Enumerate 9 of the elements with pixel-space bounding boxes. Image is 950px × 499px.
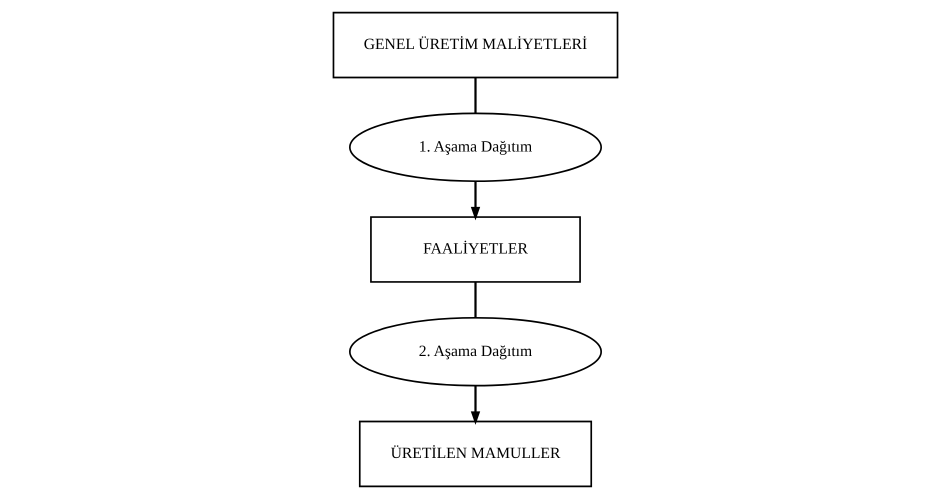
node-ellipse: 2. Aşama Dağıtım bbox=[348, 316, 602, 386]
arrow bbox=[470, 386, 480, 425]
node-box: FAALİYETLER bbox=[370, 216, 580, 283]
node-box: GENEL ÜRETİM MALİYETLERİ bbox=[332, 12, 618, 78]
connector bbox=[474, 282, 476, 318]
node-ellipse: 1. Aşama Dağıtım bbox=[348, 112, 602, 182]
connector bbox=[474, 78, 476, 114]
node-box: ÜRETİLEN MAMULLER bbox=[358, 420, 592, 488]
arrow bbox=[470, 181, 480, 220]
